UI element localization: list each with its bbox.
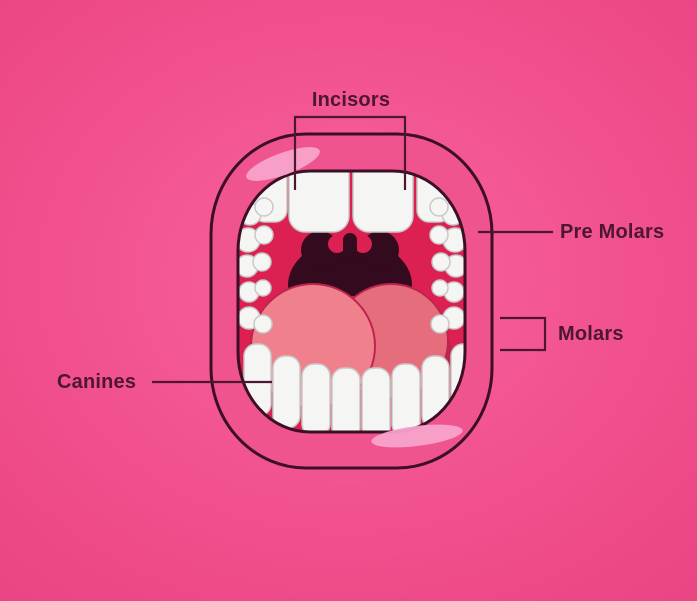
uvula [343,233,357,264]
lower-teeth-row [243,343,465,432]
molars-leader-line [500,316,547,352]
lip-highlight-bottom [371,424,463,448]
incisors-label: Incisors [311,89,391,111]
incisors-leader-line [293,115,407,190]
premolars-label: Pre Molars [560,221,665,243]
lower-molars [238,306,465,334]
lip-highlight-top [246,147,320,181]
upper-incisor-left [288,171,350,233]
upper-incisor-right [352,171,414,233]
mouth-opening-outline [236,169,467,434]
canines-label: Canines [57,371,137,393]
mouth-interior [238,171,465,432]
molars-label: Molars [558,323,624,345]
